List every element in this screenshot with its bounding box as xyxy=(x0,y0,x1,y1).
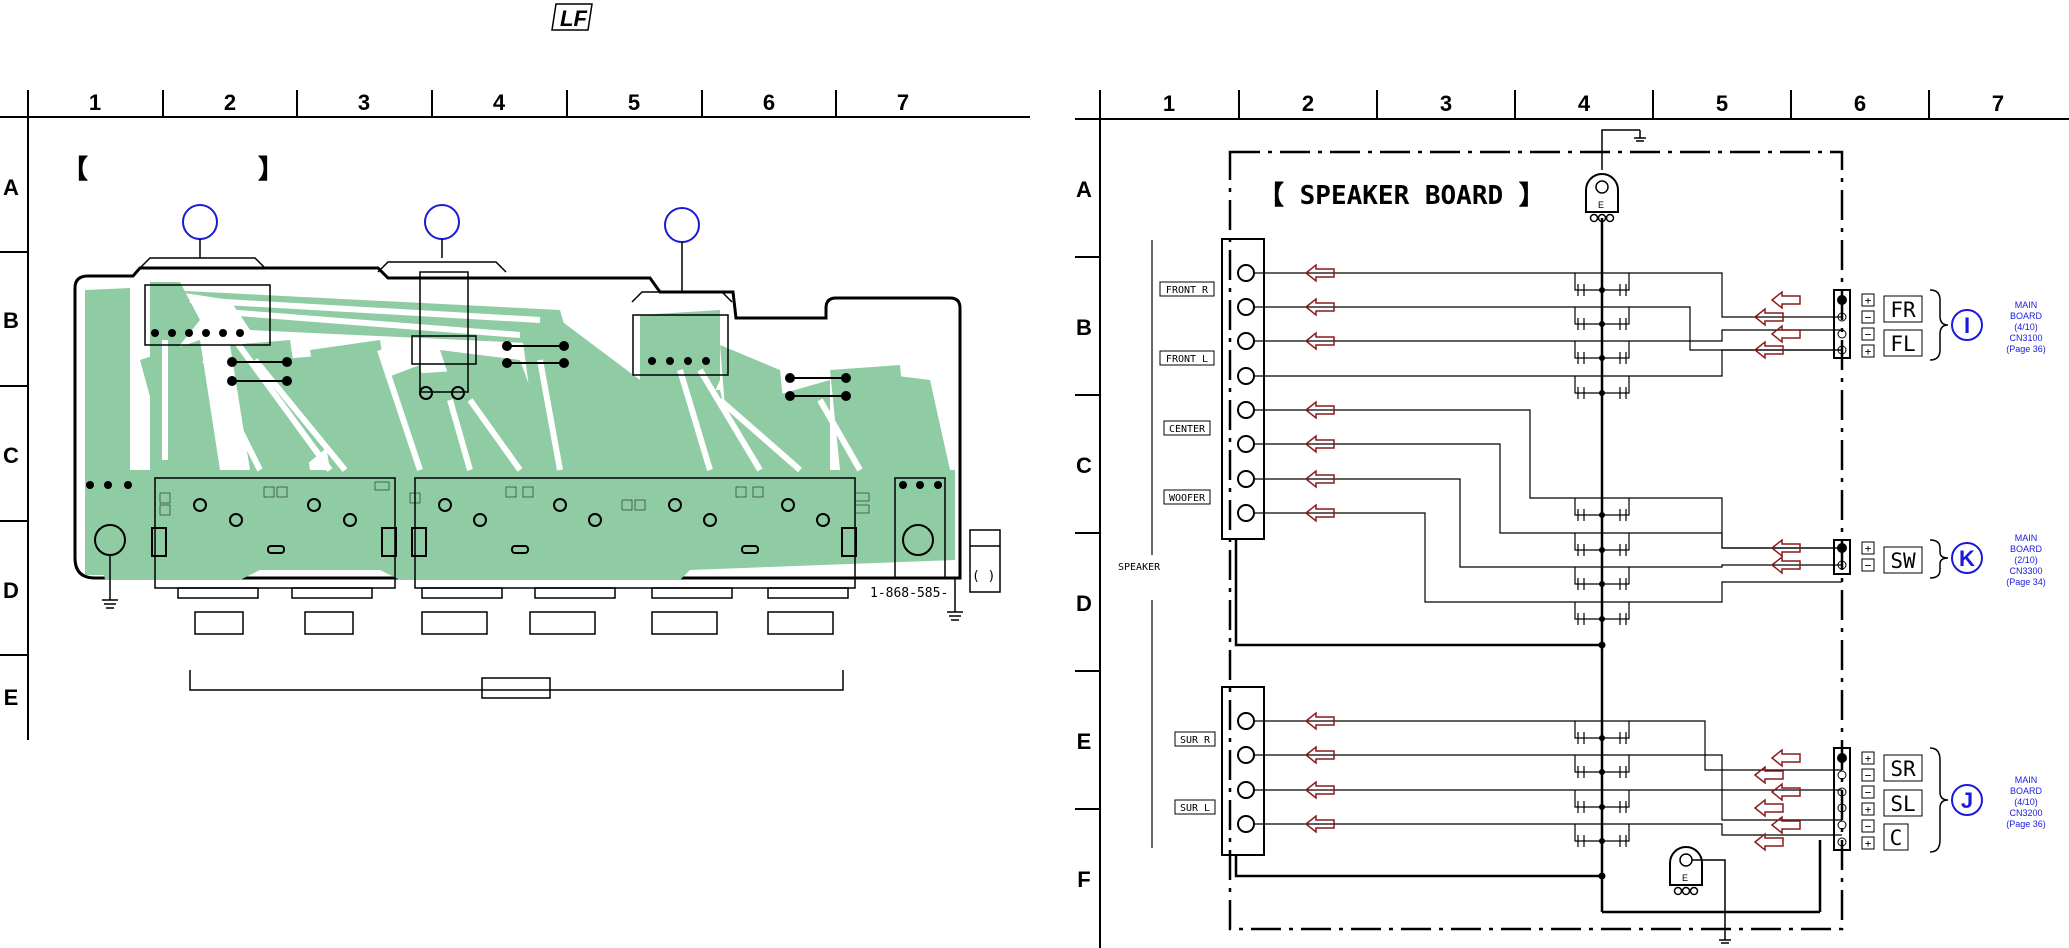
left-col-5: 5 xyxy=(628,90,640,115)
signal-arrows xyxy=(1304,263,1801,852)
connector-ref-k-line4: CN3300 xyxy=(2009,566,2042,576)
connector-ref-k-line5: (Page 34) xyxy=(2006,577,2046,587)
left-row-b: B xyxy=(3,308,19,333)
connector-ref-k-line1: MAIN xyxy=(2015,533,2038,543)
connector-ref-j-line1: MAIN xyxy=(2015,775,2038,785)
channel-tag-fl: FL xyxy=(1890,332,1915,356)
left-connector-circle-1 xyxy=(182,204,218,240)
polarity-sl-neg: − xyxy=(1865,786,1872,799)
polarity-fr-pos: + xyxy=(1865,294,1872,307)
polarity-c-neg: − xyxy=(1865,820,1872,833)
right-col-1: 1 xyxy=(1163,91,1175,116)
left-col-2: 2 xyxy=(224,90,236,115)
polarity-c-pos: + xyxy=(1865,837,1872,850)
left-col-4: 4 xyxy=(493,90,506,115)
right-row-e: E xyxy=(1077,729,1092,754)
polarity-fr-neg: − xyxy=(1865,311,1872,324)
ground-label-top: E xyxy=(1598,200,1604,210)
right-row-a: A xyxy=(1076,177,1092,202)
right-row-d: D xyxy=(1076,591,1092,616)
logo: LF xyxy=(551,3,593,31)
right-row-c: C xyxy=(1076,453,1092,478)
connector-ref-k-line3: (2/10) xyxy=(2014,555,2038,565)
polarity-fl-pos: + xyxy=(1865,345,1872,358)
right-col-2: 2 xyxy=(1302,91,1314,116)
input-label-boxes xyxy=(1159,281,1216,815)
input-label-woofer: WOOFER xyxy=(1169,493,1206,504)
left-grid: 1 2 3 4 5 6 7 A B C D E xyxy=(0,90,1030,740)
input-label-sur-l: SUR L xyxy=(1180,803,1210,814)
right-row-b: B xyxy=(1076,315,1092,340)
connector-ref-j-line5: (Page 36) xyxy=(2006,819,2046,829)
left-title-open: 【 xyxy=(62,154,88,184)
right-title: 【 SPEAKER BOARD 】 xyxy=(1258,181,1545,211)
input-label-sur-r: SUR R xyxy=(1180,735,1211,746)
left-row-e: E xyxy=(4,685,19,710)
connector-ref-j-letter: J xyxy=(1961,788,1973,813)
input-label-front-l: FRONT L xyxy=(1166,354,1208,365)
connector-ref-i-line3: (4/10) xyxy=(2014,322,2038,332)
polarity-boxes xyxy=(1861,293,1923,851)
part-number: 1-868-585- xyxy=(870,586,948,601)
input-label-front-r: FRONT R xyxy=(1166,285,1209,296)
left-connector-circle-3 xyxy=(664,207,700,243)
ground-terminal-bottom xyxy=(1669,846,1731,944)
channel-tag-sr: SR xyxy=(1890,757,1916,781)
speaker-label: SPEAKER xyxy=(1118,562,1161,573)
pcb-board: 1-868-585- ( ) xyxy=(73,266,1001,699)
channel-tag-fr: FR xyxy=(1890,298,1916,322)
connector-ref-i-line5: (Page 36) xyxy=(2006,344,2046,354)
right-col-5: 5 xyxy=(1716,91,1728,116)
polarity-sl-pos: + xyxy=(1865,803,1872,816)
input-label-center: CENTER xyxy=(1169,424,1206,435)
polarity-sr-neg: − xyxy=(1865,769,1872,782)
left-row-d: D xyxy=(3,578,19,603)
left-title-close: 】 xyxy=(258,154,284,184)
right-grid: 1 2 3 4 5 6 7 A B C D E F xyxy=(1075,90,2069,948)
left-col-1: 1 xyxy=(89,90,101,115)
left-row-c: C xyxy=(3,443,19,468)
connector-ref-j: J MAIN BOARD (4/10) CN3200 (Page 36) xyxy=(1951,775,2046,829)
left-col-7: 7 xyxy=(897,90,909,115)
right-col-6: 6 xyxy=(1854,91,1866,116)
channel-tag-sl: SL xyxy=(1890,792,1915,816)
speaker-connector-lower xyxy=(1221,686,1265,856)
connector-ref-i-line2: BOARD xyxy=(2010,311,2043,321)
left-col-3: 3 xyxy=(358,90,370,115)
right-row-f: F xyxy=(1077,867,1090,892)
speaker-connector-upper xyxy=(1221,238,1265,540)
left-box-label: ( ) xyxy=(972,569,995,584)
right-col-3: 3 xyxy=(1440,91,1452,116)
polarity-sr-pos: + xyxy=(1865,752,1872,765)
connector-ref-i: I MAIN BOARD (4/10) CN3100 (Page 36) xyxy=(1951,300,2046,354)
connector-ref-j-line4: CN3200 xyxy=(2009,808,2042,818)
right-col-4: 4 xyxy=(1578,91,1591,116)
connector-ref-k-letter: K xyxy=(1959,546,1975,571)
right-col-7: 7 xyxy=(1992,91,2004,116)
ground-terminal-top xyxy=(1585,129,1646,223)
left-col-6: 6 xyxy=(763,90,775,115)
channel-tag-sw: SW xyxy=(1890,549,1916,573)
connector-ref-i-line1: MAIN xyxy=(2015,300,2038,310)
left-connector-circle-2 xyxy=(424,204,460,240)
left-connector-markers xyxy=(182,204,700,243)
connector-braces xyxy=(1929,289,1949,853)
signal-traces xyxy=(1254,272,1842,836)
output-terminal-blocks xyxy=(1833,289,1851,851)
left-row-a: A xyxy=(3,175,19,200)
polarity-sw-neg: − xyxy=(1865,559,1872,572)
connector-ref-j-line2: BOARD xyxy=(2010,786,2043,796)
ground-label-bottom: E xyxy=(1682,873,1688,883)
connector-ref-i-letter: I xyxy=(1964,313,1970,338)
channel-tag-c: C xyxy=(1890,826,1903,850)
connector-ref-k: K MAIN BOARD (2/10) CN3300 (Page 34) xyxy=(1951,533,2046,587)
connector-ref-k-line2: BOARD xyxy=(2010,544,2043,554)
polarity-sw-pos: + xyxy=(1865,542,1872,555)
logo-text: LF xyxy=(560,6,587,31)
connector-ref-j-line3: (4/10) xyxy=(2014,797,2038,807)
connector-ref-i-line4: CN3100 xyxy=(2009,333,2042,343)
polarity-fl-neg: − xyxy=(1865,328,1872,341)
ground-bus xyxy=(1234,218,1822,914)
